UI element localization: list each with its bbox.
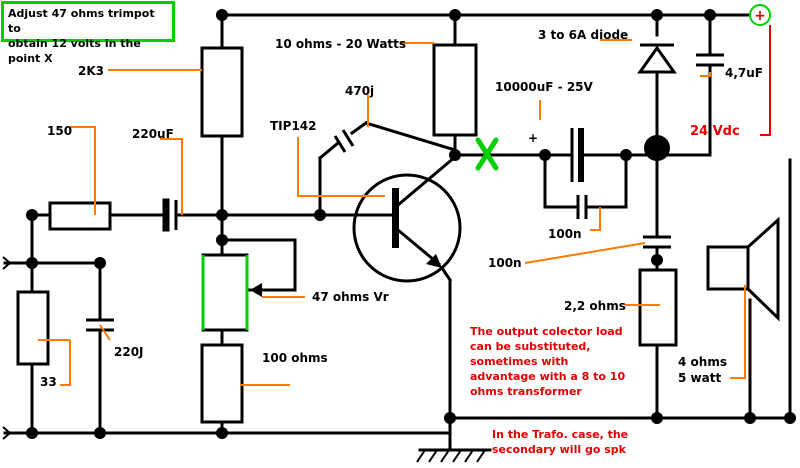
capacitor-100n-bridge bbox=[576, 195, 588, 219]
label-24vdc: 24 Vdc bbox=[690, 124, 740, 139]
label-diode: 3 to 6A diode bbox=[538, 28, 628, 42]
supply-plus: + bbox=[754, 8, 766, 24]
resistor-10-ohms bbox=[432, 43, 478, 137]
label-speaker-watts: 5 watt bbox=[678, 371, 721, 385]
trimpot-47-ohms bbox=[201, 253, 249, 332]
label-470j: 470j bbox=[345, 84, 374, 98]
output-note-line: advantage with a 8 to 10 bbox=[470, 370, 625, 383]
capacitor-100n-output bbox=[643, 235, 671, 249]
adjustment-note-line2: obtain 12 volts in the point X bbox=[8, 37, 141, 65]
label-220uf: 220uF bbox=[132, 127, 174, 141]
capacitor-10000uf bbox=[570, 128, 584, 182]
label-150: 150 bbox=[47, 124, 72, 138]
trafo-note-line: In the Trafo. case, the bbox=[492, 428, 628, 441]
label-47-ohms-vr: 47 ohms Vr bbox=[312, 290, 389, 304]
label-speaker-ohms: 4 ohms bbox=[678, 355, 727, 369]
leader-lines bbox=[38, 39, 746, 386]
junction-dots bbox=[26, 9, 796, 439]
supply-terminal-icon: + bbox=[749, 4, 771, 26]
label-tip142: TIP142 bbox=[270, 119, 317, 133]
capacitor-220uf bbox=[162, 198, 178, 232]
diode-3-to-6a bbox=[637, 43, 677, 74]
adjustment-note-line1: Adjust 47 ohms trimpot to bbox=[8, 7, 155, 35]
label-plus-sign: + bbox=[528, 131, 538, 145]
trafo-note: In the Trafo. case, the secondary will g… bbox=[492, 428, 628, 456]
resistor-2k3 bbox=[200, 46, 244, 138]
output-note-line: sometimes with bbox=[470, 355, 568, 368]
supply-leader bbox=[760, 25, 771, 136]
resistor-33 bbox=[16, 290, 50, 366]
output-note-line: ohms transformer bbox=[470, 385, 582, 398]
capacitor-470j bbox=[333, 129, 355, 153]
speaker-icon bbox=[706, 216, 780, 322]
label-100n-bridge: 100n bbox=[548, 227, 582, 241]
label-33: 33 bbox=[40, 375, 57, 389]
output-load-note: The output colector load can be substitu… bbox=[470, 325, 625, 398]
label-100-ohms: 100 ohms bbox=[262, 351, 328, 365]
resistor-150 bbox=[48, 201, 112, 231]
transistor-tip142 bbox=[352, 155, 462, 283]
label-2-2-ohms: 2,2 ohms bbox=[564, 299, 626, 313]
wires bbox=[3, 13, 792, 452]
input-arrows bbox=[2, 256, 12, 440]
label-100n-output: 100n bbox=[488, 256, 522, 270]
label-220j: 220J bbox=[114, 345, 144, 359]
capacitor-220j bbox=[86, 318, 114, 332]
adjustment-note: Adjust 47 ohms trimpot to obtain 12 volt… bbox=[1, 1, 175, 65]
output-note-line: The output colector load bbox=[470, 325, 623, 338]
trafo-note-line: secondary will go spk bbox=[492, 443, 627, 456]
label-4-7uf: 4,7uF bbox=[725, 66, 763, 80]
resistor-2-2-ohms bbox=[638, 268, 678, 347]
label-2k3: 2K3 bbox=[78, 64, 104, 78]
trimpot-wiper-arrow bbox=[250, 283, 262, 297]
output-note-line: can be substituted, bbox=[470, 340, 590, 353]
resistor-100-ohms bbox=[200, 343, 244, 424]
point-x-marker bbox=[475, 137, 499, 171]
ground-symbol bbox=[416, 449, 486, 463]
label-10000uf: 10000uF - 25V bbox=[495, 80, 594, 94]
label-10-ohms: 10 ohms - 20 Watts bbox=[275, 37, 406, 51]
capacitor-4-7uf bbox=[696, 53, 724, 67]
